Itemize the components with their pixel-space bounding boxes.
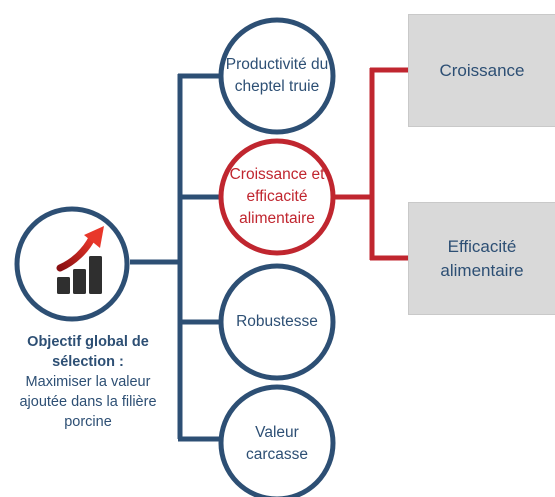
goal-text: Objectif global de sélection : Maximiser… bbox=[0, 332, 176, 432]
criterion-label-growth: Croissance et efficacité alimentaire bbox=[229, 166, 325, 227]
goal-title: Objectif global de sélection : bbox=[27, 334, 149, 370]
criterion-circle-carcass bbox=[218, 384, 336, 497]
sub-criterion-label-efficacite: Efficacité alimentaire bbox=[440, 236, 524, 280]
criterion-circle-robustness bbox=[218, 263, 336, 381]
red-connectors bbox=[334, 67, 408, 261]
sub-criterion-label-croissance: Croissance bbox=[439, 60, 525, 80]
blue-connectors bbox=[130, 73, 220, 442]
criterion-label-robustness: Robustesse bbox=[236, 313, 318, 330]
sub-criterion-box-croissance: Croissance bbox=[408, 14, 555, 127]
goal-description: Maximiser la valeur ajoutée dans la fili… bbox=[19, 374, 157, 430]
criterion-label-carcass: Valeur carcasse bbox=[245, 424, 309, 463]
criterion-circle-productivity bbox=[218, 17, 336, 135]
sub-criterion-box-efficacite: Efficacité alimentaire bbox=[408, 202, 555, 315]
goal-node bbox=[14, 206, 130, 322]
growth-bar-chart-icon bbox=[56, 226, 104, 294]
criterion-label-productivity: Productivité du cheptel truie bbox=[225, 56, 329, 95]
criterion-circle-growth bbox=[218, 138, 336, 256]
